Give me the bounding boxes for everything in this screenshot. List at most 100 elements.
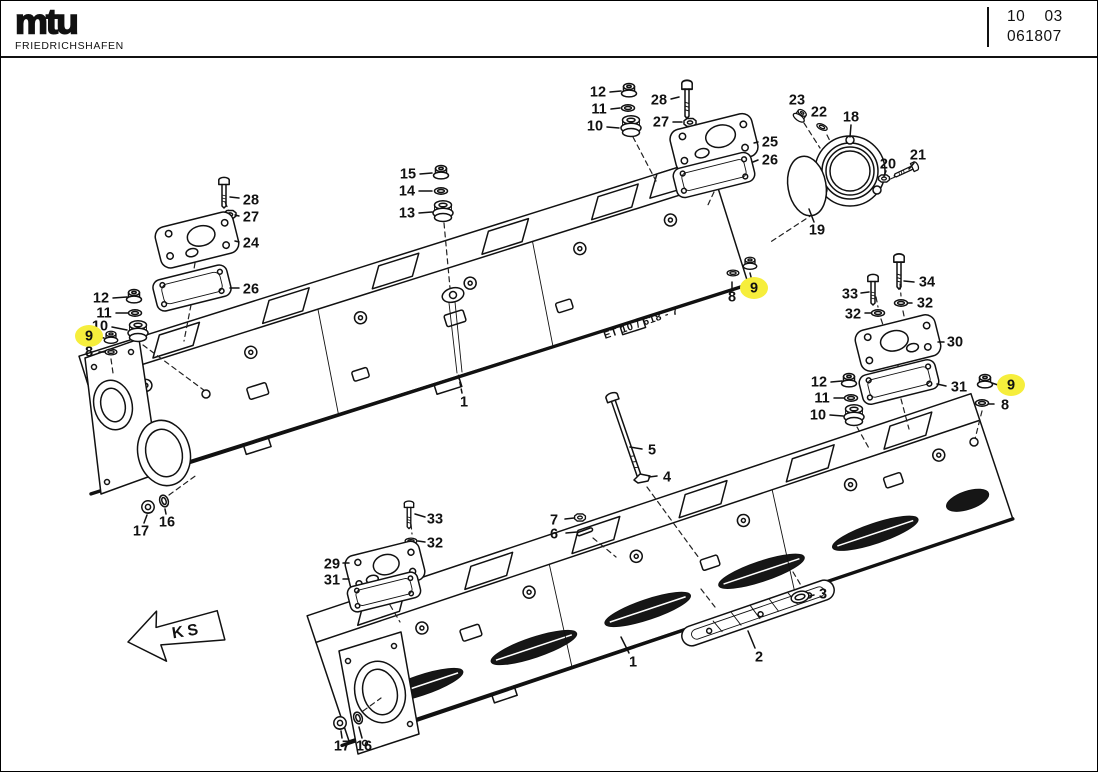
callout-32: 32	[845, 307, 861, 323]
code-bottom: 061807	[1007, 28, 1062, 45]
callout-31: 31	[324, 573, 340, 589]
callout-leader-10	[111, 326, 128, 331]
callout-32: 32	[917, 296, 933, 312]
callout-1: 1	[629, 655, 637, 671]
callout-9: 9	[750, 281, 758, 297]
mount-boss	[201, 389, 211, 399]
callout-20: 20	[880, 157, 896, 173]
callout-28: 28	[243, 193, 259, 209]
part-plug-10	[843, 404, 865, 427]
callout-leader-2	[747, 630, 756, 649]
callout-27: 27	[653, 115, 669, 131]
part-ring-14	[433, 187, 449, 195]
part-ring-8	[726, 269, 740, 277]
callout-12: 12	[590, 85, 606, 101]
callout-leader-28	[670, 96, 680, 100]
part-bolt-33	[403, 500, 415, 530]
callout-9: 9	[85, 329, 93, 345]
callout-16: 16	[159, 515, 175, 531]
callout-leader-12	[609, 90, 622, 93]
callout-17: 17	[133, 524, 149, 540]
callout-29: 29	[324, 557, 340, 573]
part-cover-30	[854, 314, 942, 372]
callout-2: 2	[755, 650, 763, 666]
callout-leader-12	[830, 380, 843, 383]
part-plug-23	[791, 106, 810, 125]
part-nut-7	[573, 513, 587, 522]
callout-leader-1	[457, 372, 463, 394]
part-plug-12	[620, 82, 638, 98]
upper-crankcase-body	[78, 156, 751, 496]
callout-leader-5	[629, 446, 643, 450]
mount-boss	[969, 437, 979, 447]
part-plug-13	[432, 200, 454, 223]
callout-33: 33	[842, 287, 858, 303]
part-ring-3	[790, 590, 810, 604]
callout-leader-12	[112, 296, 128, 299]
callout-12: 12	[93, 291, 109, 307]
highlight-marker-9	[997, 374, 1025, 396]
callout-7: 7	[550, 513, 558, 529]
callout-leader-17	[340, 730, 343, 739]
part-bolt-21	[891, 160, 921, 181]
detail-lines	[448, 301, 463, 374]
callout-11: 11	[96, 306, 111, 322]
callout-31: 31	[951, 380, 967, 396]
part-gasket-26	[152, 264, 232, 312]
part-gasket-31	[858, 358, 940, 406]
callout-leader-20	[883, 170, 887, 177]
part-cover-24	[154, 211, 240, 269]
callout-14: 14	[399, 184, 415, 200]
callout-24: 24	[243, 236, 259, 252]
ks-label: KS	[171, 621, 204, 643]
mtu-logo-wordmark: mtu	[14, 2, 79, 41]
part-bolt-34	[892, 253, 906, 290]
callout-34: 34	[919, 275, 935, 291]
callout-11: 11	[814, 391, 829, 407]
callout-leader-11	[610, 107, 621, 110]
part-ring-8	[974, 399, 990, 407]
highlight-marker-9	[75, 325, 103, 347]
part-ring-11	[620, 104, 636, 112]
callout-16: 16	[356, 739, 372, 755]
callout-leader-16	[358, 726, 363, 739]
ks-direction-arrow: KS	[127, 609, 226, 662]
part-plug-9	[742, 256, 758, 270]
part-pin-6	[576, 527, 594, 537]
callout-leader-13	[418, 211, 433, 214]
part-ring-32	[893, 299, 909, 307]
highlight-marker-9	[740, 277, 768, 299]
callout-27: 27	[243, 210, 259, 226]
callout-18: 18	[843, 110, 859, 126]
callout-25: 25	[762, 135, 778, 151]
part-ring-16	[157, 493, 171, 509]
part-plug-15	[432, 164, 450, 180]
part-plug-9	[976, 373, 994, 389]
callout-8: 8	[728, 290, 736, 306]
callout-leader-3	[809, 594, 815, 597]
callout-5: 5	[648, 443, 656, 459]
code-top: 10 03	[1007, 8, 1063, 25]
mount-boss-13	[441, 286, 465, 304]
callout-leader-33	[414, 513, 426, 518]
callout-10: 10	[587, 119, 603, 135]
callout-layer: 2827242612111098151413121110282725262322…	[75, 85, 1025, 755]
callout-leader-33	[860, 291, 870, 294]
header-divider	[987, 7, 989, 47]
callout-leader-25	[753, 141, 759, 144]
callout-leader-15	[419, 172, 433, 175]
part-plug-12	[125, 288, 143, 304]
callout-leader-32	[417, 540, 426, 543]
callout-leader-28	[229, 196, 240, 199]
upper-crankcase-front-flange	[84, 338, 192, 495]
callout-28: 28	[651, 93, 667, 109]
callout-1: 1	[460, 395, 468, 411]
callout-leader-16	[164, 508, 167, 515]
page-reference-codes: 10 03 061807	[1007, 7, 1063, 47]
part-gasket-31	[346, 571, 422, 613]
callout-leader-18	[849, 124, 852, 138]
part-clip-4	[633, 473, 651, 484]
part-gasket-26	[672, 151, 756, 199]
